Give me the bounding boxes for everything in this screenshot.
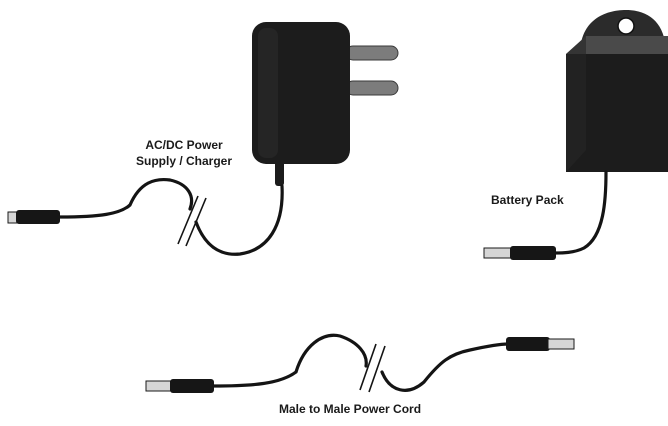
cord-break-mark-1 xyxy=(359,343,377,391)
cable-break-mark-icon xyxy=(177,195,207,247)
cord-left-plug-body xyxy=(170,379,214,393)
battery-plug-icon xyxy=(483,246,556,260)
cord-right-plug-tip xyxy=(547,338,575,350)
charger-label-line2: Supply / Charger xyxy=(135,154,233,168)
cord-break-mark-2 xyxy=(368,345,386,393)
adapter-cable-right xyxy=(194,184,284,256)
cord-label: Male to Male Power Cord xyxy=(279,402,422,416)
adapter-prong-bottom xyxy=(345,80,399,96)
cord-cable-right xyxy=(380,342,510,392)
adapter-strain-relief xyxy=(275,160,284,186)
cord-cable-left xyxy=(212,333,368,388)
charger-label-line1: AC/DC Power xyxy=(145,138,223,152)
male-to-male-cord-icon xyxy=(145,333,575,393)
ac-dc-adapter-icon xyxy=(252,22,399,186)
battery-clip-hole xyxy=(617,17,635,35)
cord-right-plug-body xyxy=(506,337,550,351)
battery-label: Battery Pack xyxy=(491,193,564,207)
barrel-plug-icon xyxy=(7,210,60,224)
adapter-cable-left xyxy=(58,177,194,219)
cord-left-plug-tip xyxy=(145,380,173,392)
charger-label: AC/DC Power Supply / Charger xyxy=(114,137,254,169)
battery-pack-icon xyxy=(566,10,668,172)
adapter-prong-top xyxy=(345,45,399,61)
battery-cable xyxy=(553,170,608,255)
